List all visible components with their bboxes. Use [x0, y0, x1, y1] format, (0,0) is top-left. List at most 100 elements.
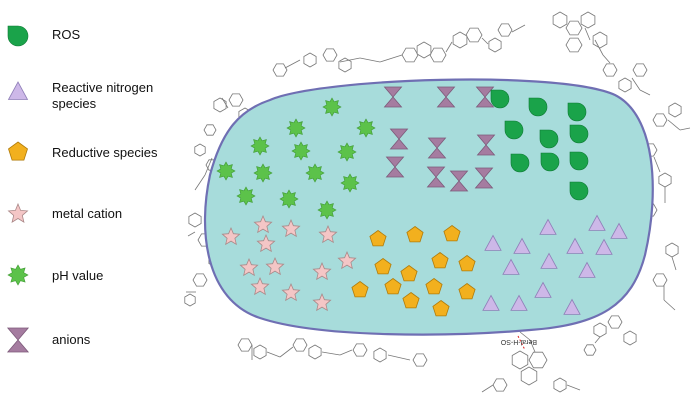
legend-triangle-icon	[7, 81, 29, 100]
anions-particle	[476, 134, 496, 156]
molecule-ring-icon	[652, 273, 668, 287]
rns-particle	[513, 237, 531, 254]
molecule-ring-icon	[203, 124, 217, 136]
legend-label-reductive: Reductive species	[52, 145, 158, 160]
molecule-ring-icon	[322, 48, 338, 62]
molecule-bond-icon	[221, 97, 229, 109]
rns-particle	[588, 214, 606, 231]
anions-particle	[474, 167, 494, 189]
ph-particle	[356, 118, 376, 138]
rns-particle	[540, 252, 558, 269]
legend-hourglass-icon	[6, 327, 30, 353]
ros-particle	[569, 124, 589, 144]
ros-particle	[540, 152, 560, 172]
molecule-ring-icon	[623, 330, 637, 346]
molecule-bond-icon	[481, 384, 494, 393]
reductive-particle	[351, 281, 369, 298]
anions-particle	[427, 137, 447, 159]
rns-particle	[563, 298, 581, 315]
molecule-ring-icon	[373, 347, 387, 363]
ph-particle	[337, 142, 357, 162]
molecule-ring-icon	[618, 77, 632, 93]
legend-label-rns: Reactive nitrogen species	[52, 80, 192, 112]
molecule-ring-icon	[607, 315, 623, 329]
molecule-ring-icon	[401, 47, 419, 63]
rns-particle	[539, 218, 557, 235]
ph-particle	[216, 161, 236, 181]
rns-particle	[484, 234, 502, 251]
molecule-ring-icon	[668, 102, 682, 118]
molecule-bond-icon	[671, 256, 677, 271]
molecule-ring-icon	[592, 31, 608, 49]
ph-particle	[317, 200, 337, 220]
molecule-ring-icon	[292, 338, 308, 352]
ph-particle	[322, 97, 342, 117]
molecule-ring-icon	[632, 63, 648, 77]
ros-particle	[510, 153, 530, 173]
molecule-bond-icon	[204, 157, 213, 176]
molecule-ring-icon	[528, 351, 548, 369]
molecule-bond-icon	[339, 57, 361, 63]
molecule-ring-icon	[465, 27, 483, 43]
molecule-bond-icon	[602, 54, 611, 64]
metal-particle	[256, 233, 276, 253]
legend-teardrop-icon	[7, 25, 29, 47]
rns-particle	[482, 294, 500, 311]
metal-particle	[312, 261, 332, 281]
molecule-bond-icon	[663, 299, 676, 311]
molecule-bond-icon	[511, 24, 526, 33]
metal-particle	[253, 214, 273, 234]
ph-particle	[236, 186, 256, 206]
molecule-ring-icon	[184, 293, 196, 307]
ros-particle	[569, 151, 589, 171]
molecule-ring-icon	[416, 41, 432, 59]
metal-particle	[265, 256, 285, 276]
metal-particle	[239, 257, 259, 277]
molecule-ring-icon	[228, 93, 244, 107]
molecule-bond-icon	[339, 349, 353, 356]
molecule-bond-icon	[594, 336, 601, 344]
legend-burst-star-icon	[7, 264, 29, 286]
probe-bond-icon	[517, 335, 526, 351]
molecule-ring-icon	[652, 113, 668, 127]
metal-particle	[337, 250, 357, 270]
rns-particle	[595, 238, 613, 255]
anions-particle	[383, 86, 403, 108]
ph-particle	[253, 163, 273, 183]
molecule-bond-icon	[566, 384, 581, 391]
ph-particle	[279, 189, 299, 209]
molecule-bond-icon	[359, 57, 381, 63]
molecule-ring-icon	[565, 20, 583, 36]
molecule-bond-icon	[284, 59, 301, 69]
molecule-bond-icon	[631, 77, 641, 91]
molecule-bond-icon	[594, 39, 604, 56]
molecule-bond-icon	[653, 156, 661, 173]
reductive-particle	[369, 230, 387, 247]
molecule-bond-icon	[445, 41, 453, 53]
reductive-particle	[432, 300, 450, 317]
rns-particle	[566, 237, 584, 254]
ph-particle	[291, 141, 311, 161]
molecule-bond-icon	[321, 351, 341, 356]
molecule-bond-icon	[679, 127, 691, 131]
reductive-particle	[425, 278, 443, 295]
anions-particle	[389, 128, 409, 150]
molecule-ring-icon	[192, 273, 208, 287]
legend-icons	[6, 25, 30, 353]
reductive-particle	[431, 252, 449, 269]
metal-particle	[318, 224, 338, 244]
reductive-particle	[400, 265, 418, 282]
molecule-sketches	[184, 11, 691, 393]
ph-particle	[340, 173, 360, 193]
molecule-ring-icon	[552, 11, 568, 29]
reductive-particle	[406, 226, 424, 243]
molecule-ring-icon	[303, 52, 317, 68]
molecule-ring-icon	[272, 63, 288, 77]
reductive-particle	[384, 278, 402, 295]
legend-label-ros: ROS	[52, 27, 81, 42]
ros-particle	[504, 120, 524, 140]
probe-label: Beral-H-SO	[500, 338, 537, 345]
molecule-ring-icon	[580, 11, 596, 29]
ros-particle	[567, 102, 587, 122]
